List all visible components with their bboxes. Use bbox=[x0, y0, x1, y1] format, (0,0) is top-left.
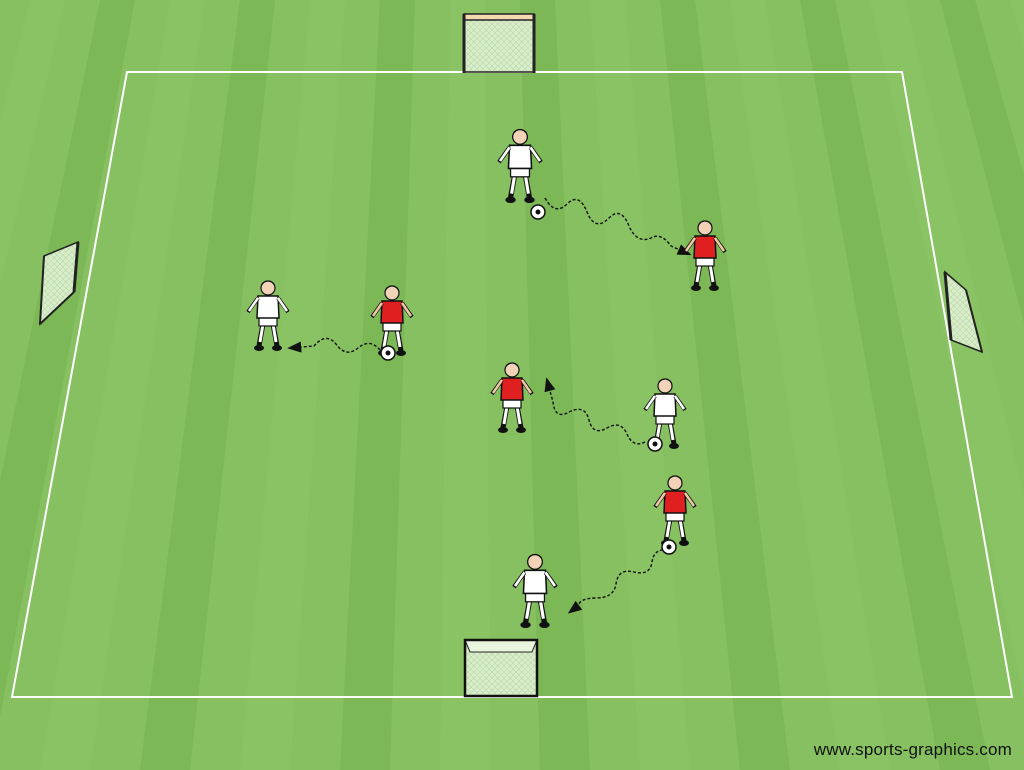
dribble-paths bbox=[287, 197, 692, 614]
goal-top bbox=[462, 13, 536, 73]
grass-stripe bbox=[660, 0, 790, 770]
balls bbox=[380, 204, 677, 555]
grass-stripe bbox=[0, 0, 135, 717]
grass-stripe bbox=[870, 0, 1024, 698]
grass-stripe bbox=[340, 0, 415, 770]
grass-stripe bbox=[240, 0, 345, 770]
grass-stripe bbox=[730, 0, 890, 770]
goal-left bbox=[39, 240, 80, 326]
field-boundary bbox=[10, 71, 1014, 698]
dribble-path-bottom bbox=[567, 549, 669, 614]
players bbox=[246, 128, 727, 629]
player-white bbox=[497, 128, 543, 204]
ball bbox=[661, 539, 677, 555]
player-white bbox=[512, 553, 558, 629]
grass-stripe bbox=[0, 0, 65, 286]
dribble-path-left bbox=[287, 337, 381, 353]
dribble-path-top bbox=[544, 197, 692, 256]
dribble-path-center bbox=[544, 377, 646, 445]
grass-stripe bbox=[590, 0, 690, 770]
grass-stripe bbox=[40, 0, 205, 770]
grass-stripe bbox=[440, 0, 490, 770]
player-red bbox=[683, 220, 727, 291]
goal-bottom bbox=[463, 638, 539, 698]
player-white bbox=[246, 280, 290, 351]
player-red bbox=[490, 362, 534, 433]
grass-stripe bbox=[940, 0, 1024, 324]
grass-stripe bbox=[800, 0, 990, 770]
player-red bbox=[370, 285, 414, 356]
ball bbox=[530, 204, 546, 220]
grass-stripe bbox=[1010, 0, 1024, 47]
ball bbox=[380, 345, 396, 361]
watermark-url: www.sports-graphics.com bbox=[813, 740, 1012, 759]
ball bbox=[647, 436, 663, 452]
grass-stripe bbox=[140, 0, 275, 770]
goal-right bbox=[943, 270, 984, 354]
